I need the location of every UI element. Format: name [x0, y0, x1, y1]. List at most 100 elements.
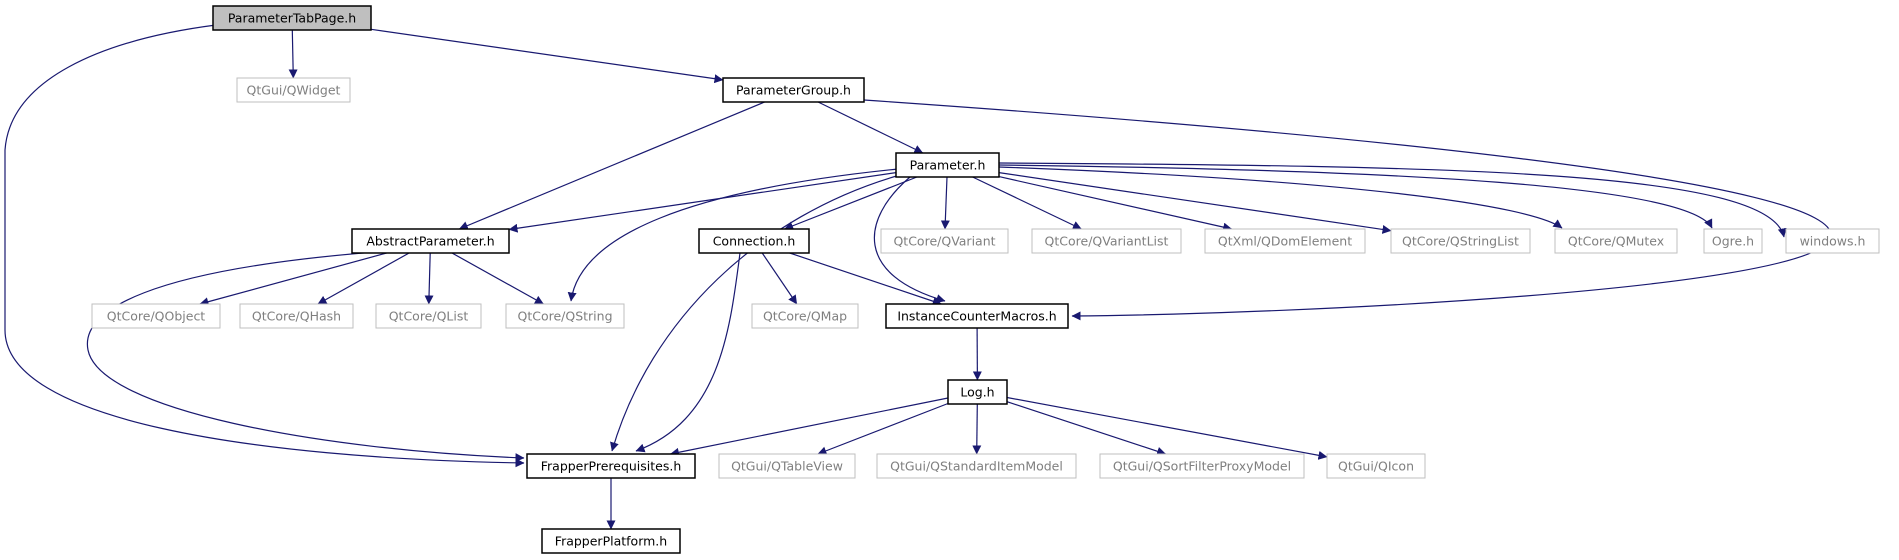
edge-abstractparameter-to-qobject — [199, 252, 387, 307]
node-label: windows.h — [1800, 234, 1866, 249]
node-connection[interactable]: Connection.h — [698, 228, 810, 254]
node-label: Ogre.h — [1712, 234, 1754, 249]
node-frapper-platform[interactable]: FrapperPlatform.h — [541, 528, 681, 554]
node-box — [236, 77, 351, 103]
node-qstandard-item-model[interactable]: QtGui/QStandardItemModel — [876, 453, 1077, 479]
node-ogre[interactable]: Ogre.h — [1703, 228, 1763, 254]
edge-abstractparameter-to-qlist — [424, 252, 434, 305]
node-label: QtCore/QString — [517, 309, 612, 324]
node-box — [1390, 228, 1531, 254]
node-label: QtCore/QVariantList — [1045, 234, 1169, 249]
node-label: Connection.h — [713, 234, 796, 249]
node-box — [947, 379, 1008, 405]
edge-parameter-to-qstring — [567, 168, 899, 302]
node-label: ParameterTabPage.h — [228, 11, 356, 26]
node-label: QtGui/QTableView — [731, 459, 843, 474]
node-box — [718, 453, 856, 479]
edge-log-to-qsortfilterproxymodel — [1006, 401, 1167, 456]
node-label: QtCore/QVariant — [893, 234, 995, 249]
edge-parametergroup-to-instancecountermacros — [863, 99, 1832, 321]
node-label: FrapperPrerequisites.h — [541, 459, 682, 474]
node-box — [375, 303, 482, 329]
node-qwidget[interactable]: QtGui/QWidget — [236, 77, 351, 103]
edge-log-to-qtableview — [817, 402, 949, 456]
edge-parametertabpage-to-qwidget — [288, 29, 298, 79]
node-qmutex[interactable]: QtCore/QMutex — [1554, 228, 1678, 254]
node-box — [1031, 228, 1182, 254]
node-parameter-tab-page[interactable]: ParameterTabPage.h — [212, 5, 372, 31]
node-label: QtGui/QSortFilterProxyModel — [1113, 459, 1291, 474]
node-box — [885, 303, 1069, 329]
node-instance-counter-macros[interactable]: InstanceCounterMacros.h — [885, 303, 1069, 329]
node-qdom-element[interactable]: QtXml/QDomElement — [1204, 228, 1366, 254]
edge-parameter-to-frapperprerequisites — [610, 174, 901, 452]
node-label: QtXml/QDomElement — [1218, 234, 1352, 249]
node-box — [876, 453, 1077, 479]
node-box — [1785, 228, 1880, 254]
node-box — [541, 528, 681, 554]
edge-log-to-qstandarditemmodel — [972, 403, 982, 455]
node-qvariant-list[interactable]: QtCore/QVariantList — [1031, 228, 1182, 254]
node-box — [239, 303, 354, 329]
node-qtable-view[interactable]: QtGui/QTableView — [718, 453, 856, 479]
node-box — [505, 303, 625, 329]
edge-log-to-frapperprerequisites — [669, 397, 949, 457]
node-label: QtCore/QHash — [252, 309, 341, 324]
node-label: QtCore/QObject — [107, 309, 206, 324]
node-qsort-filter-proxy-model[interactable]: QtGui/QSortFilterProxyModel — [1099, 453, 1305, 479]
edge-log-to-qicon — [1006, 396, 1328, 460]
node-label: QtCore/QStringList — [1402, 234, 1519, 249]
node-box — [1099, 453, 1305, 479]
node-label: QtGui/QIcon — [1338, 459, 1414, 474]
edge-parametergroup-to-parameter — [817, 101, 924, 154]
node-label: Parameter.h — [910, 158, 986, 173]
node-label: QtCore/QMutex — [1568, 234, 1664, 249]
node-qicon[interactable]: QtGui/QIcon — [1326, 453, 1426, 479]
node-box — [91, 303, 221, 329]
node-qmap[interactable]: QtCore/QMap — [751, 303, 859, 329]
edge-abstractparameter-to-qhash — [317, 252, 410, 305]
node-box — [351, 228, 510, 254]
node-box — [895, 152, 1000, 178]
node-abstract-parameter[interactable]: AbstractParameter.h — [351, 228, 510, 254]
node-box — [751, 303, 859, 329]
edge-parameter-to-qstringlist — [998, 172, 1392, 234]
node-windows[interactable]: windows.h — [1785, 228, 1880, 254]
edge-parameter-to-abstractparameter — [508, 172, 897, 233]
edge-parameter-to-ogre — [998, 164, 1713, 229]
edge-parametergroup-to-abstractparameter — [458, 101, 765, 230]
node-box — [526, 453, 696, 479]
edge-connection-to-instancecountermacros — [789, 252, 942, 306]
node-label: QtCore/QList — [389, 309, 469, 324]
node-label: QtCore/QMap — [763, 309, 847, 324]
node-box — [1703, 228, 1763, 254]
node-parameter-group[interactable]: ParameterGroup.h — [722, 77, 865, 103]
node-qstring-list[interactable]: QtCore/QStringList — [1390, 228, 1531, 254]
node-qobject[interactable]: QtCore/QObject — [91, 303, 221, 329]
node-parameter[interactable]: Parameter.h — [895, 152, 1000, 178]
node-label: FrapperPlatform.h — [555, 534, 667, 549]
node-box — [1326, 453, 1426, 479]
node-qvariant[interactable]: QtCore/QVariant — [880, 228, 1009, 254]
edge-abstractparameter-to-qstring — [451, 252, 544, 305]
node-qhash[interactable]: QtCore/QHash — [239, 303, 354, 329]
edge-parametertabpage-to-frapperprerequisites — [4, 24, 525, 468]
node-box — [1204, 228, 1366, 254]
edge-parameter-to-qmutex — [998, 166, 1563, 229]
node-label: InstanceCounterMacros.h — [897, 309, 1056, 324]
node-box — [1554, 228, 1678, 254]
edge-parameter-to-connection — [784, 176, 918, 231]
node-log[interactable]: Log.h — [947, 379, 1008, 405]
edge-parameter-to-qvariant — [940, 176, 950, 230]
node-label: AbstractParameter.h — [366, 234, 494, 249]
node-label: QtGui/QStandardItemModel — [890, 459, 1063, 474]
node-box — [212, 5, 372, 31]
node-frapper-prerequisites[interactable]: FrapperPrerequisites.h — [526, 453, 696, 479]
node-qlist[interactable]: QtCore/QList — [375, 303, 482, 329]
edge-parameter-to-instancecountermacros — [873, 176, 946, 303]
node-qstring[interactable]: QtCore/QString — [505, 303, 625, 329]
node-box — [880, 228, 1009, 254]
edge-parameter-to-qdomelement — [998, 176, 1233, 232]
node-label: ParameterGroup.h — [736, 83, 851, 98]
